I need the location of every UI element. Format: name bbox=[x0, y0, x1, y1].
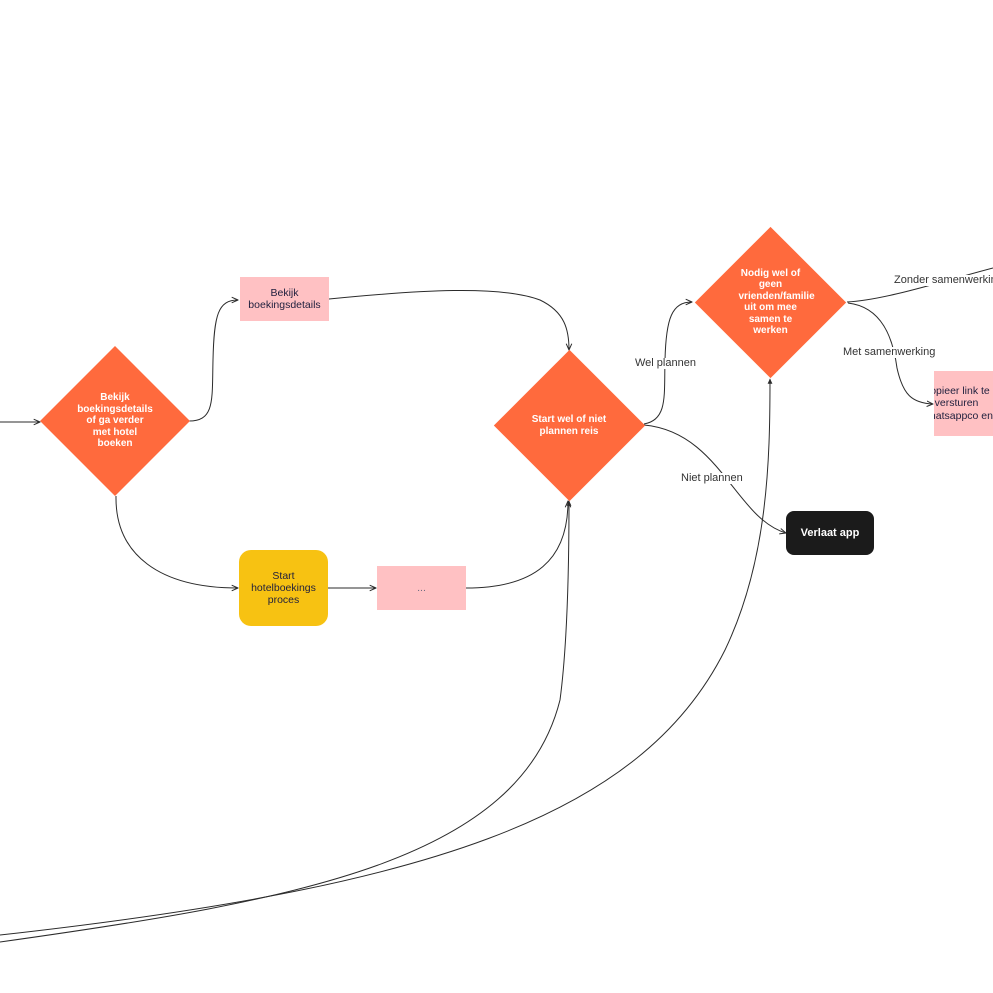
edge-booking-to-hotel bbox=[115, 495, 238, 588]
decision-plan[interactable]: Start wel of niet plannen reis bbox=[493, 349, 646, 502]
edge-booking-to-details bbox=[188, 300, 238, 422]
ellipsis-node[interactable]: ... bbox=[377, 566, 466, 610]
view-details-node[interactable]: Bekijk boekingsdetails bbox=[240, 277, 329, 321]
start-hotel-label: Start hotelboekings proces bbox=[251, 569, 316, 607]
decision-plan-label: Start wel of niet plannen reis bbox=[531, 414, 607, 437]
ellipsis-label: ... bbox=[417, 581, 426, 594]
decision-booking-label: Bekijk boekingsdetails of ga verder met … bbox=[77, 392, 153, 450]
decision-booking[interactable]: Bekijk boekingsdetails of ga verder met … bbox=[40, 346, 190, 496]
start-hotel-node[interactable]: Start hotelboekings proces bbox=[239, 550, 328, 626]
edge-invite-zonder bbox=[846, 267, 993, 303]
copy-link-node[interactable]: Kopieer link te versturen Whatsappco en bbox=[934, 371, 993, 436]
edge-ellipsis-to-plan bbox=[465, 501, 568, 589]
decision-invite[interactable]: Nodig wel of geen vrienden/familie uit o… bbox=[693, 226, 848, 379]
edge-details-to-plan bbox=[328, 289, 569, 350]
copy-link-label: Kopieer link te versturen Whatsappco en bbox=[934, 385, 993, 422]
edge-label-zonder: Zonder samenwerking bbox=[894, 275, 993, 286]
decision-invite-label: Nodig wel of geen vrienden/familie uit o… bbox=[738, 267, 815, 337]
view-details-label: Bekijk boekingsdetails bbox=[248, 286, 321, 311]
edge-label-niet-plannen: Niet plannen bbox=[681, 472, 743, 484]
edge-long-to-plan bbox=[0, 500, 572, 943]
leave-app-node[interactable]: Verlaat app bbox=[786, 511, 874, 555]
leave-app-label: Verlaat app bbox=[800, 526, 860, 539]
edge-label-wel-plannen: Wel plannen bbox=[635, 357, 696, 369]
edge-long-to-invite bbox=[0, 378, 773, 936]
edge-invite-to-copy bbox=[847, 302, 933, 404]
edge-label-met: Met samenwerking bbox=[843, 346, 936, 358]
